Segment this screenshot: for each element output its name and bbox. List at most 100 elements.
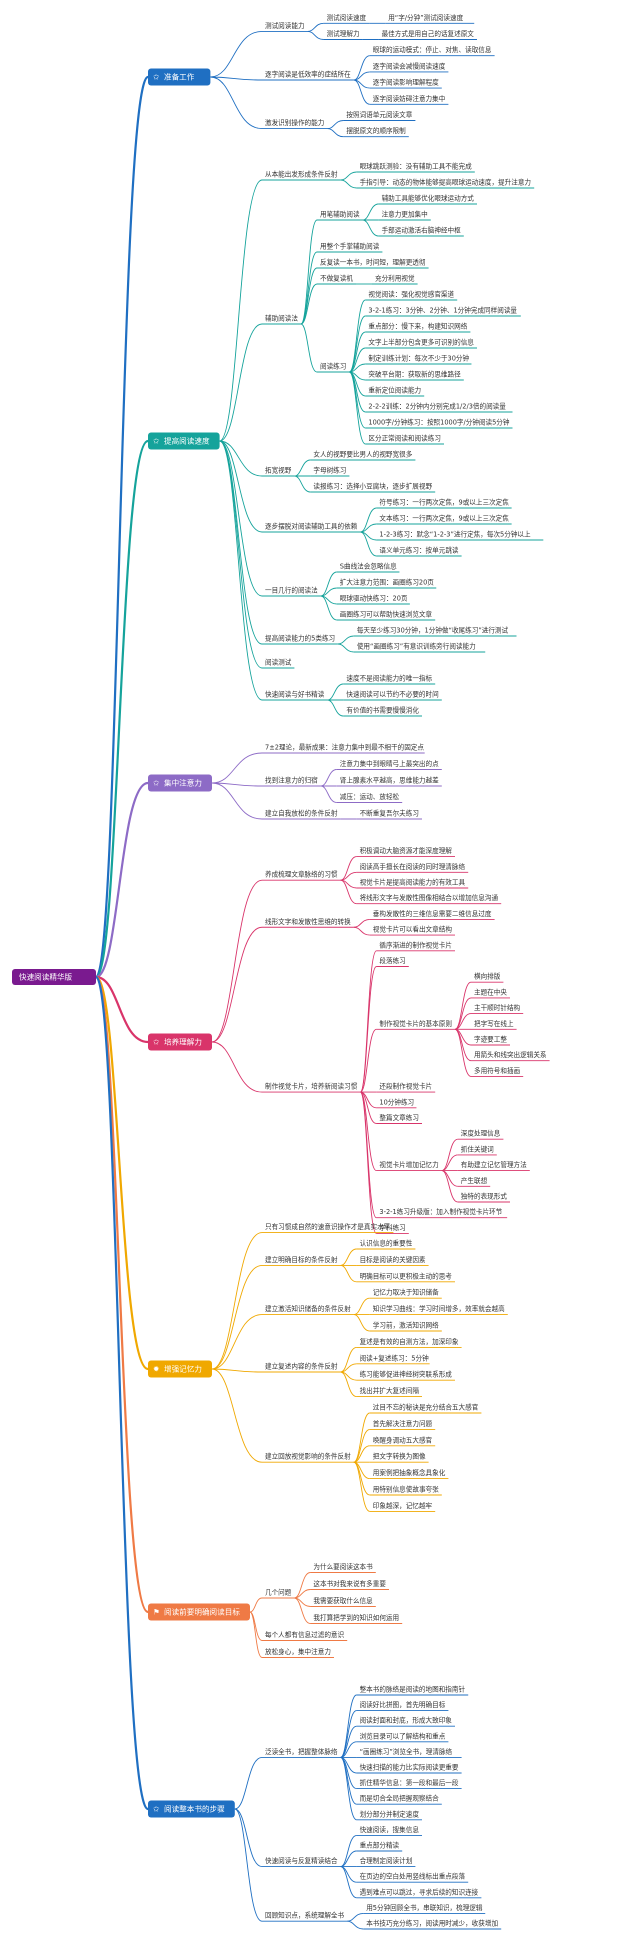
star-icon: ✩ <box>153 73 160 82</box>
main-branch-node[interactable] <box>148 774 212 792</box>
connector-line <box>249 1611 263 1658</box>
connector-line <box>219 440 263 477</box>
connector-line <box>337 643 354 653</box>
root-node[interactable] <box>12 969 96 985</box>
connector-line <box>95 975 149 1044</box>
topic-node-label: 3-2-1练习升级版：加入制作视觉卡片环节 <box>379 1207 502 1216</box>
main-branch-node[interactable] <box>148 1800 235 1818</box>
connector-line <box>210 76 263 81</box>
topic-node-label: 3-2-1练习：3分钟、2分钟、1分钟完成同样阅读量 <box>368 306 517 315</box>
topic-node-label: 在页边的空白处用竖线标出重点段落 <box>360 1872 466 1881</box>
topic-node-label: 段落练习 <box>379 956 405 965</box>
connector-line <box>211 1232 263 1370</box>
topic-node-label: 重点部分：慢下来，构建知识网络 <box>368 322 467 331</box>
main-branch-node[interactable] <box>148 1033 212 1051</box>
connector-line <box>454 1028 472 1077</box>
topic-node-label: 阅读好比拼图，首先明确目标 <box>360 1700 446 1709</box>
star-icon: ✩ <box>153 779 160 788</box>
connector-line <box>441 1170 458 1203</box>
connector-line <box>454 981 472 1030</box>
connector-line <box>210 76 263 130</box>
topic-node-label: 最佳方式是用自己的话复述原文 <box>382 29 475 38</box>
main-branch-node[interactable] <box>148 432 220 450</box>
topic-node-label: 逐字阅读是低效率的症结所在 <box>265 70 351 79</box>
topic-node-label: 用箭头和线突出逻辑关系 <box>474 1050 547 1059</box>
topic-node-label: 字母树练习 <box>313 466 346 475</box>
topic-node-label: 测试阅读能力 <box>265 21 305 30</box>
topic-node-label: 从本能出发形成条件反射 <box>265 170 338 179</box>
star-icon: ✩ <box>153 1038 160 1047</box>
topic-node-label: 语义单元练习：按单元跳读 <box>379 546 459 555</box>
topic-node-label: 养成梳理文章脉络的习惯 <box>265 870 338 879</box>
topic-node-label: 逐字阅读妨碍注意力集中 <box>373 94 446 103</box>
connector-line <box>234 1808 263 1922</box>
topic-node-label: 深度处理信息 <box>461 1129 501 1138</box>
connector-line <box>353 1428 370 1463</box>
topic-node-label: 积极调动大脑资源才能深度理解 <box>360 846 453 855</box>
connector-line <box>327 683 344 701</box>
topic-node-label: 阅读测试 <box>265 658 292 667</box>
topic-node-label: 阅读+复述练习：5分钟 <box>360 1353 429 1362</box>
connector-line <box>211 1264 263 1370</box>
topic-node-label: 提高阅读能力的5类练习 <box>265 634 335 643</box>
topic-node-label: 视觉阅读：强化视觉感官渠道 <box>368 290 454 299</box>
connector-line <box>327 699 344 717</box>
topic-node-label: 一目几行的阅读法 <box>265 586 318 595</box>
connector-line <box>94 439 149 979</box>
topic-node-label: 建立明确目标的条件反射 <box>265 1255 338 1264</box>
connector-line <box>249 1597 263 1613</box>
connector-line <box>353 1412 371 1463</box>
connector-line <box>347 1912 364 1922</box>
topic-node-label: “画圈练习”浏览全书，理清脉络 <box>360 1747 453 1756</box>
topic-node-label: 几个问题 <box>265 1589 292 1597</box>
topic-node-label: 使用“画圈练习”有意识训练旁行阅读能力 <box>357 642 476 651</box>
topic-node-label: 眼球的运动模式：停止、对焦、读取信息 <box>373 45 492 54</box>
connector-line <box>340 1264 357 1283</box>
main-branch-node[interactable] <box>148 1603 250 1621</box>
topic-node-label: 我打算把学到的知识如何运用 <box>313 1613 399 1622</box>
topic-node-label: 区分正常阅读和阅读练习 <box>368 434 441 443</box>
topic-node-label: 快速扫描的能力比实际阅读更重要 <box>360 1763 459 1772</box>
topic-node-label: 测试阅读速度 <box>327 13 367 22</box>
topic-node-label: 1-2-3练习：默念“1-2-3”进行定焦，每次5分钟以上 <box>379 530 531 539</box>
topic-node-label: 学科练习 <box>379 1223 405 1232</box>
topic-node-label: 快速阅读，搜集信息 <box>360 1825 420 1834</box>
connector-line <box>211 782 263 787</box>
topic-node-label: 突破平台期：获取新的思维路径 <box>368 370 461 379</box>
topic-node-label: 主干顺时针结构 <box>474 1003 521 1012</box>
topic-node-label: 抓住关键词 <box>461 1144 494 1153</box>
topic-node-label: 2-2-2训练：2分钟内分别完成1/2/3倍的阅读量 <box>368 402 506 411</box>
connector-line <box>362 219 379 237</box>
connector-line <box>320 571 337 597</box>
connector-line <box>359 1091 377 1172</box>
main-branch-node[interactable] <box>148 1360 212 1378</box>
connector-line <box>94 975 149 1371</box>
connector-line <box>211 926 263 1043</box>
root-node-box <box>12 969 96 985</box>
topic-node-label: 建立激活知识储备的条件反射 <box>265 1304 351 1313</box>
topic-node-label: 认识信息的重要性 <box>360 1239 413 1248</box>
connector-line <box>300 283 318 325</box>
topic-node-label: 测试理解力 <box>327 29 360 38</box>
connector-line <box>234 1808 263 1868</box>
main-branch-label: 集中注意力 <box>164 778 202 788</box>
main-branch-label: 培养理解力 <box>164 1037 202 1047</box>
topic-node-label: 眼球驱动快练习：20页 <box>340 594 408 603</box>
flag-icon: ⚑ <box>153 1608 160 1617</box>
topic-node-label: 用笔辅助阅读 <box>320 210 360 219</box>
topic-node-label: 垂构发散性的三维信息需要二维信息过度 <box>373 909 492 918</box>
connector-line <box>307 30 324 40</box>
connector-line <box>94 975 150 1614</box>
connector-line <box>348 315 366 373</box>
connector-line <box>359 1091 377 1234</box>
topic-node-label: 练习能够促进神经树突联系形成 <box>360 1370 453 1379</box>
connector-line <box>340 1710 357 1758</box>
topic-node-label: 整本书的脉络是阅读的地图和指南针 <box>360 1685 466 1694</box>
connector-line <box>348 371 366 429</box>
topic-node-label: 注意力更加集中 <box>382 210 428 219</box>
topic-node-label: 减压：运动、放轻松 <box>340 792 400 801</box>
topic-node-label: 注意力集中到眼睛弓上最突出的点 <box>340 759 439 768</box>
topic-node-label: 文字上半部分包含更多可识别的信息 <box>368 338 474 347</box>
main-branch-node[interactable] <box>148 68 211 86</box>
